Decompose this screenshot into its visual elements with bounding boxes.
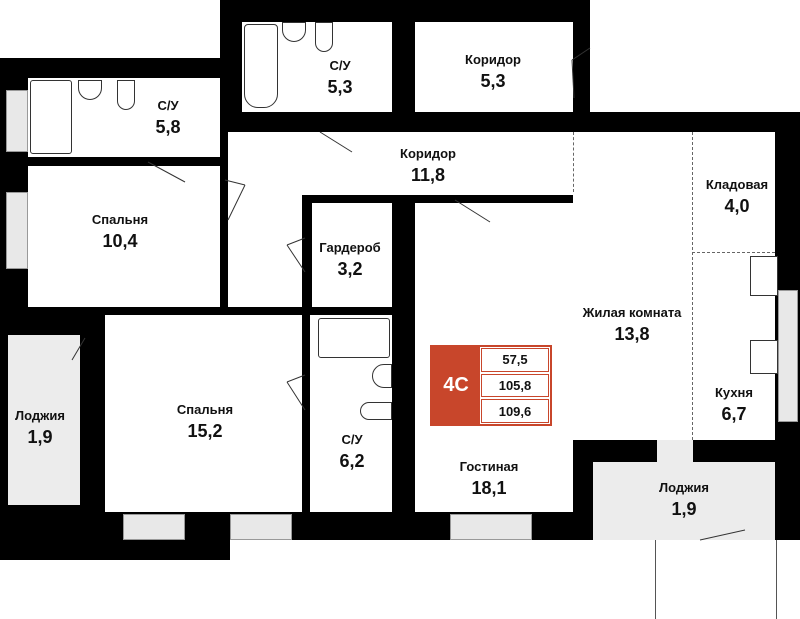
room-corridor-2	[228, 132, 573, 195]
room-bedroom-1	[28, 166, 220, 307]
bathtub-icon	[244, 24, 278, 108]
apartment-code: 4С	[432, 347, 480, 424]
dashed-boundary	[692, 132, 693, 440]
room-wardrobe	[312, 203, 392, 307]
window	[230, 514, 292, 540]
total-area-with-loggia: 109,6	[481, 399, 549, 424]
door-icon	[571, 47, 591, 61]
room-corridor-1	[415, 22, 573, 112]
room-living-kitchen	[573, 132, 775, 440]
door-icon	[224, 179, 246, 186]
sink-icon	[282, 22, 306, 42]
sink-icon	[78, 80, 102, 100]
door-icon	[286, 237, 306, 246]
toilet-icon	[117, 80, 135, 110]
door-icon	[147, 161, 186, 183]
door-icon	[71, 337, 86, 361]
door-icon	[454, 199, 491, 223]
stove-icon	[750, 340, 778, 374]
room-bedroom-2	[105, 315, 302, 512]
total-area: 105,8	[481, 373, 549, 398]
door-icon	[286, 374, 306, 383]
shower-icon	[318, 318, 390, 358]
window	[6, 192, 28, 269]
toilet-icon	[315, 22, 333, 52]
door-icon	[699, 529, 746, 541]
window	[778, 290, 798, 422]
loggia-step	[657, 440, 693, 464]
dashed-boundary	[573, 132, 574, 192]
window	[450, 514, 532, 540]
shower-icon	[30, 80, 72, 154]
window	[6, 90, 28, 152]
door-icon	[319, 131, 353, 153]
apartment-badge: 4С 57,5 105,8 109,6	[430, 345, 552, 426]
toilet-icon	[360, 402, 392, 420]
sink-icon	[372, 364, 392, 388]
dashed-boundary	[692, 252, 775, 253]
loggia-left	[8, 335, 80, 505]
window	[123, 514, 185, 540]
kitchen-sink-icon	[750, 256, 778, 296]
loggia-extension	[655, 540, 777, 619]
living-area: 57,5	[481, 348, 549, 372]
loggia-right	[593, 462, 775, 540]
